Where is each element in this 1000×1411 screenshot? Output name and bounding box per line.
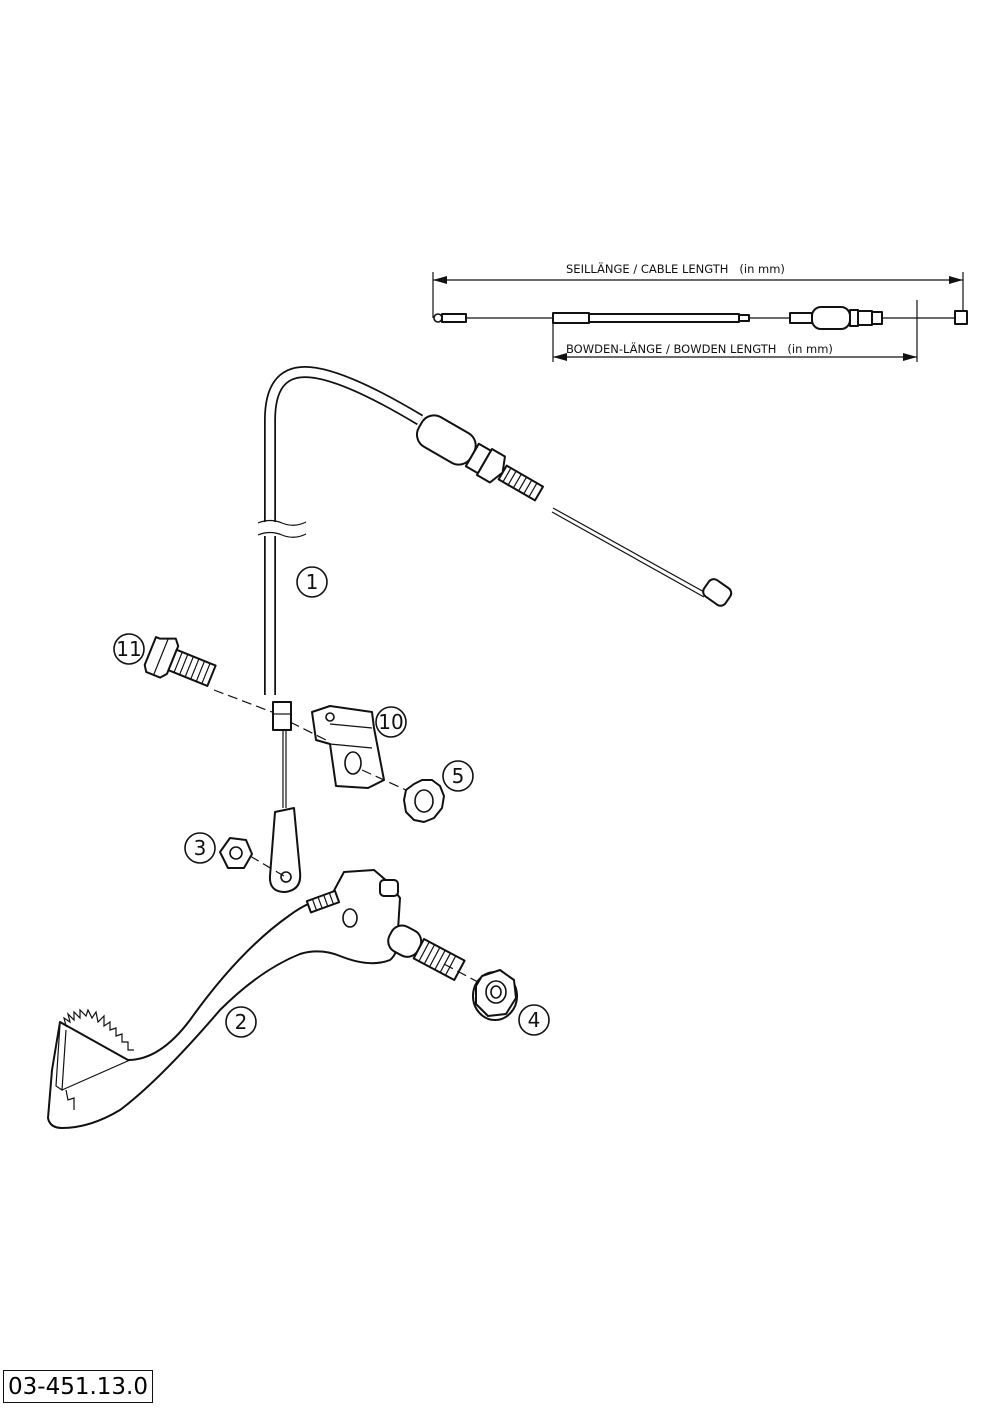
callout-1-number: 1 <box>306 570 319 594</box>
callout-11: 11 <box>113 633 145 665</box>
callout-3: 3 <box>184 832 216 864</box>
callout-10: 10 <box>375 706 407 738</box>
callout-1: 1 <box>296 566 328 598</box>
flange-nut <box>472 969 518 1021</box>
cable-bracket <box>311 705 385 789</box>
callout-5-number: 5 <box>452 764 465 788</box>
bowden-length-label: BOWDEN-LÄNGE / BOWDEN LENGTH (in mm) <box>566 341 833 356</box>
callout-2-number: 2 <box>235 1010 248 1034</box>
document-number: 03-451.13.0 <box>3 1370 153 1403</box>
assembly-lines <box>213 689 479 983</box>
cable-dimension-inset: SEILLÄNGE / CABLE LENGTH (in mm) BOWDEN-… <box>432 261 968 362</box>
cable-length-label: SEILLÄNGE / CABLE LENGTH (in mm) <box>566 261 785 276</box>
callout-4: 4 <box>518 1004 550 1036</box>
callout-10-number: 10 <box>378 710 403 734</box>
brake-pedal <box>47 869 466 1129</box>
callout-11-number: 11 <box>116 637 141 661</box>
callout-3-number: 3 <box>194 836 207 860</box>
callout-2: 2 <box>225 1006 257 1038</box>
bolt <box>143 636 217 687</box>
bowden-cable <box>254 365 733 893</box>
small-nut <box>219 837 253 869</box>
serrated-washer <box>403 779 445 823</box>
callout-4-number: 4 <box>528 1008 541 1032</box>
callout-5: 5 <box>442 760 474 792</box>
